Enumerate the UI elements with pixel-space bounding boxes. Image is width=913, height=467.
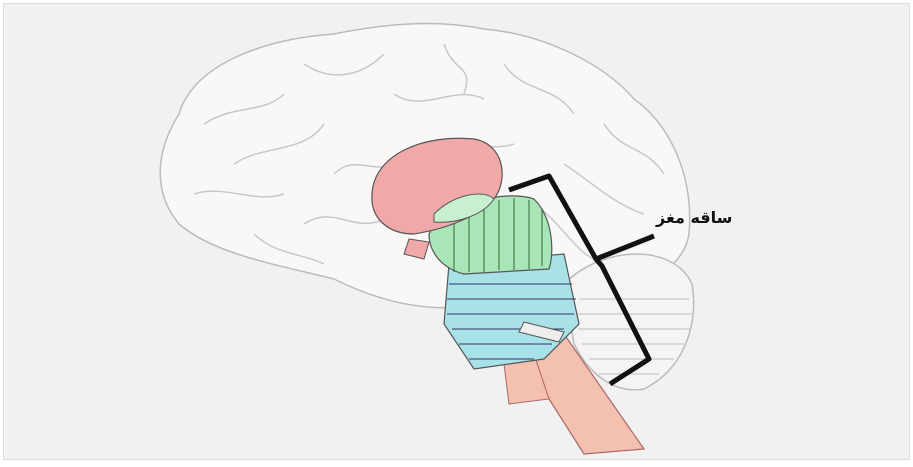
midbrain	[371, 137, 503, 260]
brain-illustration	[159, 22, 695, 455]
nerve-root	[518, 321, 565, 343]
brainstem-label: ساقه مغز	[656, 208, 733, 227]
brainstem-bracket	[508, 173, 655, 387]
medulla	[443, 253, 580, 370]
diagram-canvas: ساقه مغز	[3, 3, 910, 460]
